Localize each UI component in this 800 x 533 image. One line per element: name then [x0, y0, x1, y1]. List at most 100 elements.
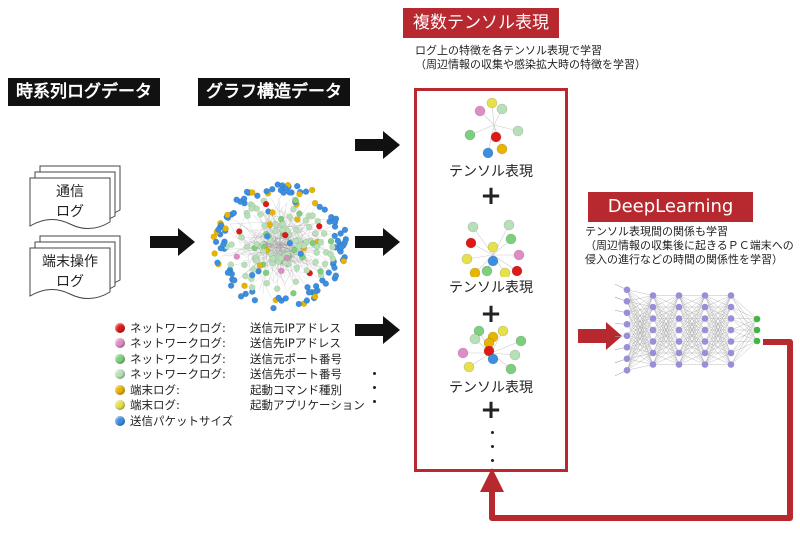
legend-label: 送信パケットサイズ [130, 413, 234, 428]
comm-log-document-icon [29, 165, 121, 229]
nn-node [649, 292, 657, 299]
legend-category: 端末ログ: [130, 398, 180, 413]
graph-node [302, 217, 309, 224]
graph-node [212, 238, 220, 246]
tensor-label: テンソル表現 [449, 380, 533, 396]
graph-node [215, 226, 222, 233]
legend-item: ネットワークログ:送信先ポート番号 [115, 367, 365, 383]
graph-node [251, 296, 259, 304]
graph-node [261, 222, 269, 229]
graph-node [278, 267, 285, 275]
multi-tensor-description: ログ上の特徴を各テンソル表現で学習 （周辺情報の収集や感染拡大時の特徴を学習） [415, 44, 646, 72]
ellipsis-dot [491, 459, 494, 462]
graph-node [222, 225, 229, 232]
graph-node [282, 295, 290, 302]
graph-node [253, 240, 261, 248]
graph-node [317, 268, 324, 275]
graph-node [240, 195, 248, 202]
nn-node [727, 292, 735, 299]
tensor-node [482, 147, 494, 159]
nn-output-node [753, 337, 761, 345]
tensor-representation-box: テンソル表現 + テンソル表現 + テンソル表現 + [414, 88, 568, 472]
graph-node [305, 223, 313, 231]
graph-node [249, 284, 256, 291]
nn-node [675, 349, 683, 357]
nn-node [701, 315, 709, 322]
tensor-node [496, 103, 508, 115]
graph-node [277, 255, 285, 262]
graph-node [286, 239, 294, 247]
tensor-node [469, 333, 481, 345]
graph-node [312, 230, 319, 237]
nn-node [649, 315, 657, 322]
graph-node [272, 221, 279, 228]
legend-item: ネットワークログ:送信元ポート番号 [115, 351, 365, 367]
tensor-node [509, 349, 521, 361]
graph-node [250, 266, 257, 273]
nn-node [727, 315, 735, 322]
tensor-graph-2 [461, 219, 525, 277]
deep-learning-desc-line3: 侵入の進行などの時間の関係性を学習） [585, 253, 783, 266]
multi-tensor-desc-line1: ログ上の特徴を各テンソル表現で学習 [415, 44, 602, 57]
graph-node [321, 206, 329, 213]
ellipsis-dot [373, 372, 376, 375]
tensor-node [474, 105, 486, 117]
nn-node [623, 320, 631, 328]
tensor-node [457, 347, 469, 359]
nn-node [675, 338, 683, 345]
graph-node [292, 278, 300, 285]
nn-node [701, 361, 709, 368]
graph-node [217, 222, 225, 229]
graph-node [270, 304, 277, 312]
tensor-node [481, 265, 493, 277]
nn-node [727, 326, 735, 334]
graph-node [256, 262, 264, 269]
graph-node [294, 216, 301, 223]
comm-log-label: 通信 ログ [30, 182, 110, 222]
nn-node [675, 326, 683, 334]
graph-node [224, 211, 231, 219]
arrow-right-icon [355, 228, 400, 256]
tensor-node [490, 131, 502, 143]
ellipsis-dot [373, 386, 376, 389]
graph-node [291, 246, 298, 254]
documents-stack [29, 165, 121, 299]
legend-item: 端末ログ:起動アプリケーション [115, 398, 365, 414]
ellipsis-dot [491, 445, 494, 448]
graph-node [311, 293, 319, 300]
graph-node [241, 261, 248, 269]
graph-node [228, 241, 235, 248]
legend-item: 端末ログ:起動コマンド種別 [115, 382, 365, 398]
tensor-node [465, 237, 477, 249]
plus-icon: + [480, 299, 502, 329]
graph-node [220, 241, 227, 248]
gold-node-icon [115, 384, 125, 395]
plus-icon: + [480, 395, 502, 425]
graph-node [313, 249, 320, 256]
tensor-node [463, 361, 475, 373]
graph-node [275, 294, 282, 302]
tensor-node [512, 125, 524, 137]
graph-node [303, 267, 311, 274]
multi-tensor-desc-line2: （周辺情報の収集や感染拡大時の特徴を学習） [415, 58, 646, 71]
nn-node [701, 326, 709, 334]
graph-node [327, 250, 334, 258]
tensor-node [515, 335, 527, 347]
ellipsis-dot [373, 400, 376, 403]
multi-tensor-heading: 複数テンソル表現 [403, 8, 559, 38]
graph-node [322, 280, 330, 287]
graph-node [308, 186, 316, 194]
tensor-node [496, 143, 508, 155]
nn-node [701, 292, 709, 299]
graph-node [211, 250, 218, 257]
graph-node [279, 226, 286, 234]
tensor-node [513, 249, 525, 261]
graph-node [305, 289, 313, 296]
graph-node [293, 264, 301, 272]
graph-node [283, 254, 291, 262]
graph-node [331, 232, 338, 240]
red-arrow-right-icon [578, 322, 622, 350]
terminal-log-line1: 端末操作 [42, 254, 98, 270]
nn-node [701, 349, 709, 357]
nn-node [623, 366, 631, 374]
